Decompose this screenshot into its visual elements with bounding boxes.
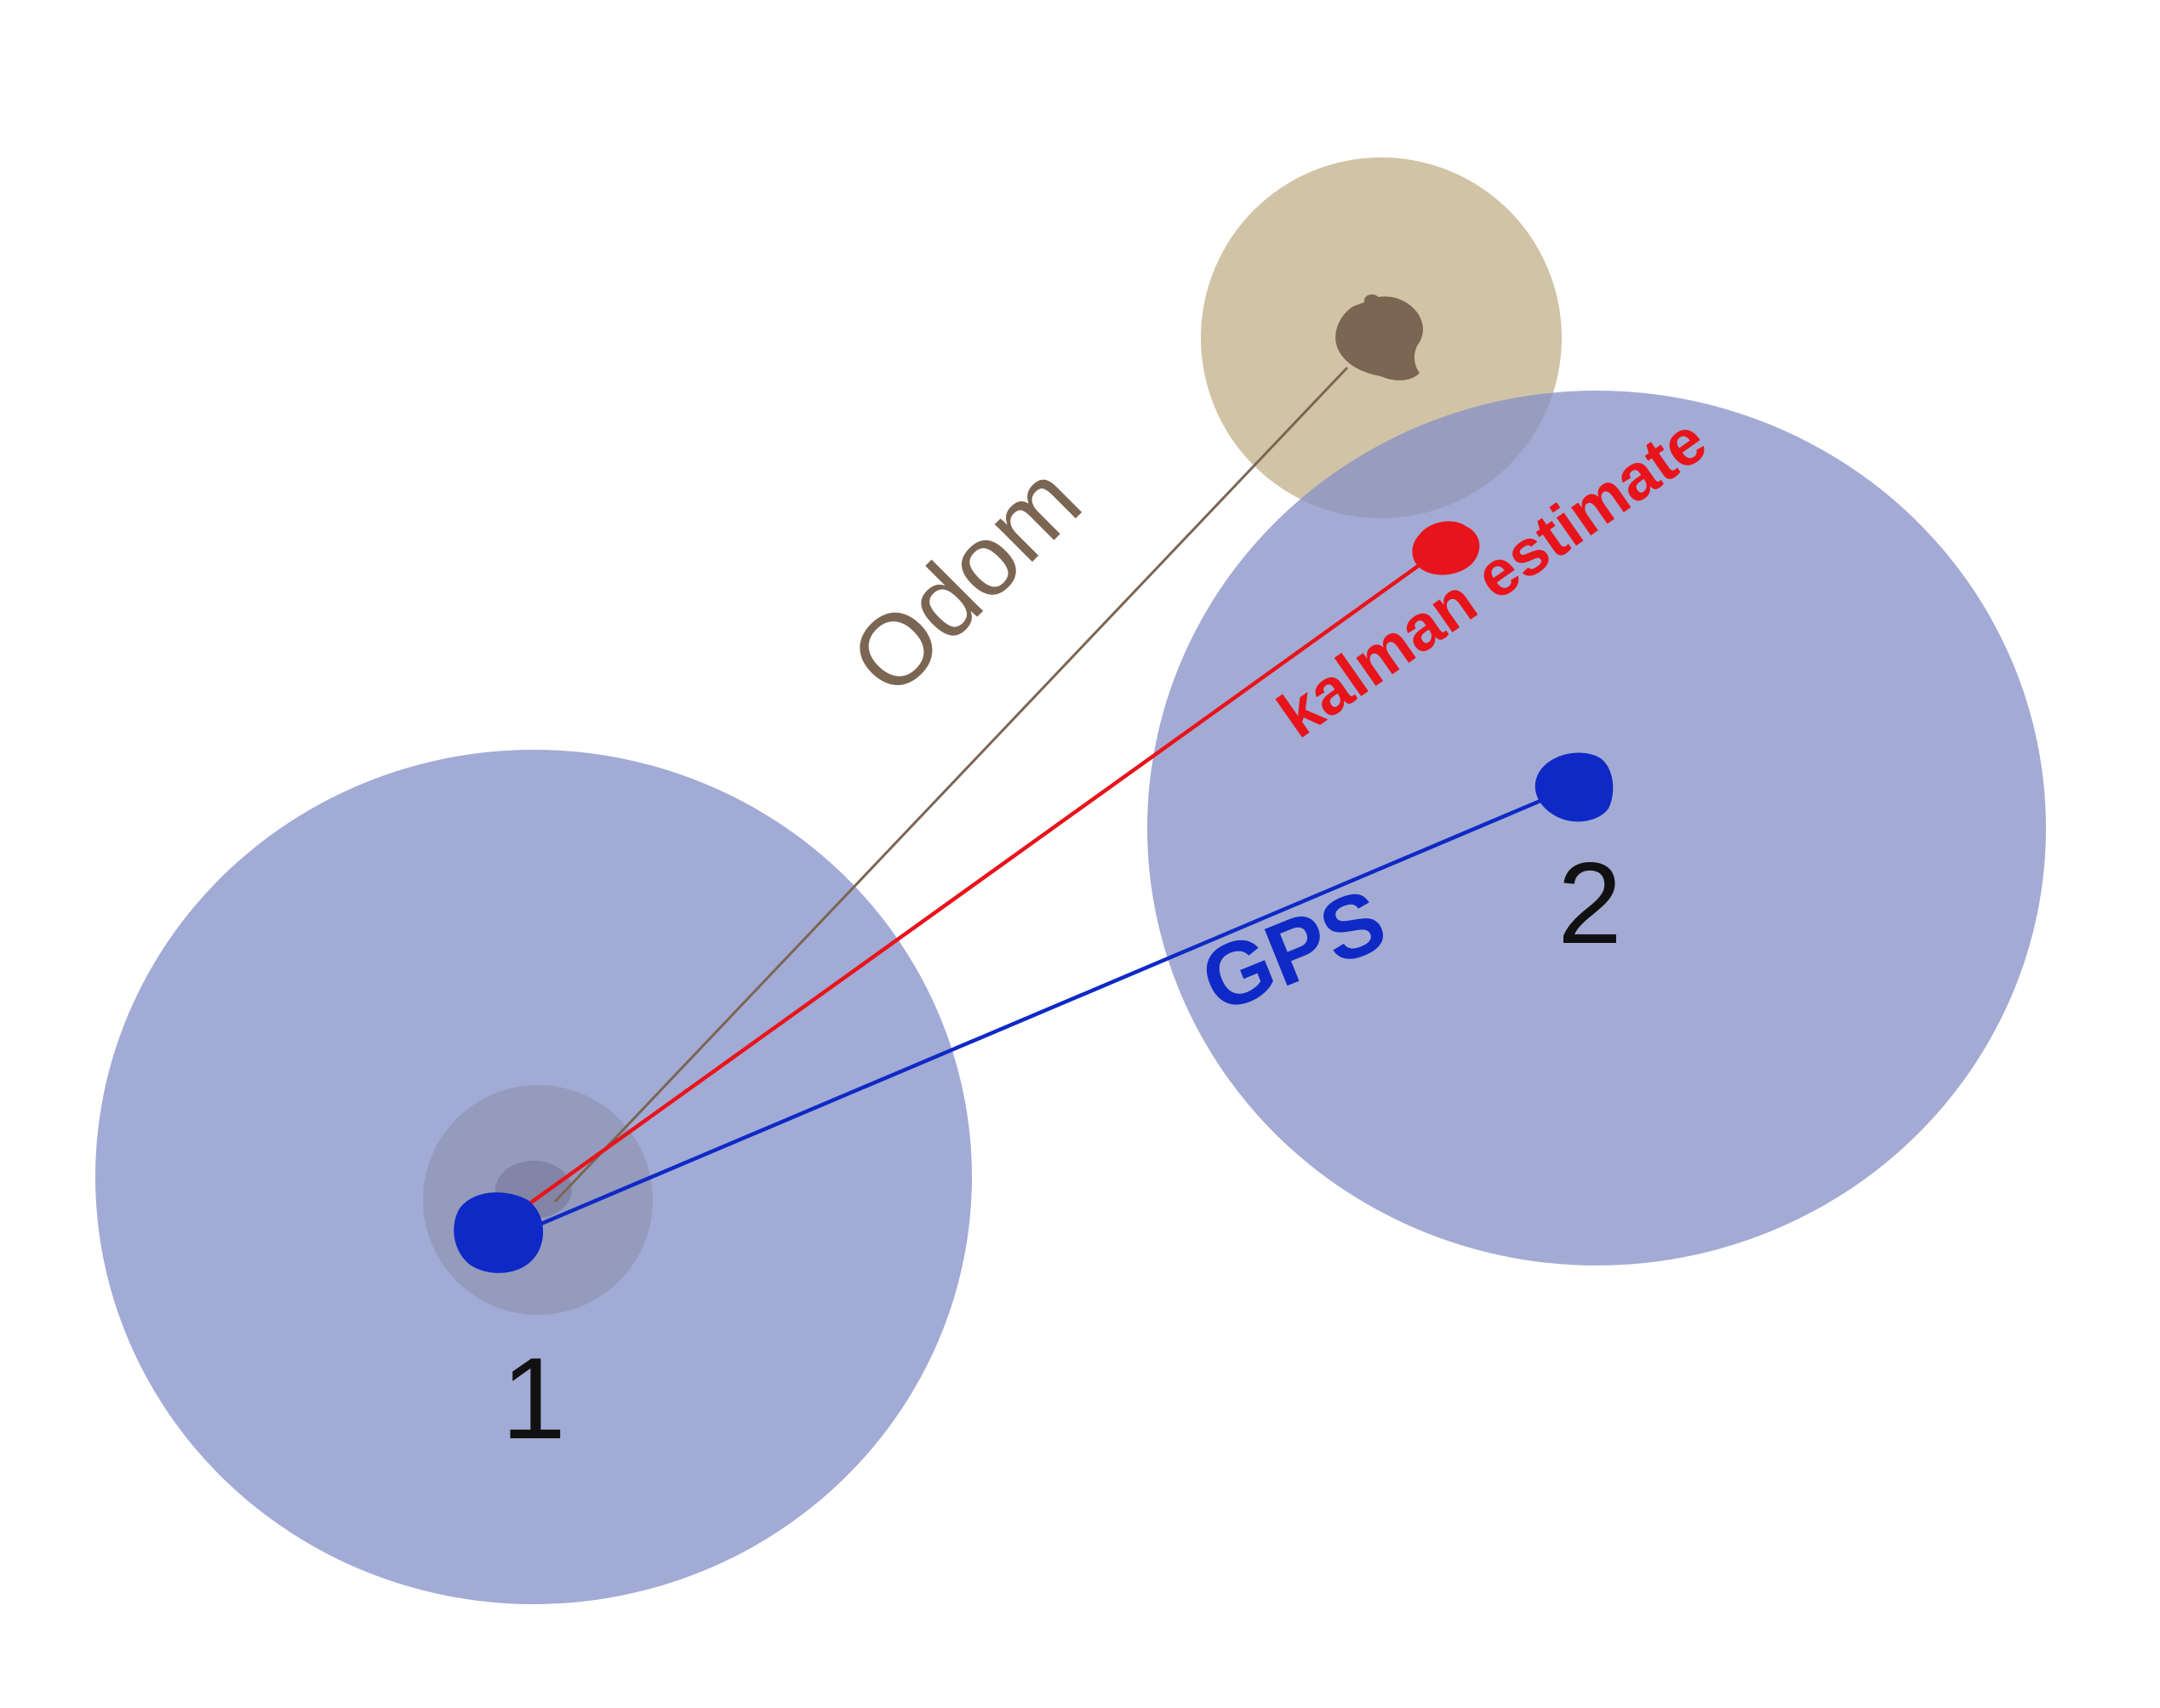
odom-label: Odom bbox=[829, 443, 1102, 717]
gps-position-1-dot bbox=[454, 1192, 544, 1273]
gps-line bbox=[520, 789, 1563, 1235]
odom-position-dot-tip bbox=[1364, 294, 1380, 306]
gps-position-2-dot bbox=[1534, 752, 1614, 822]
kalman-line bbox=[511, 550, 1440, 1217]
position-1-label: 1 bbox=[501, 1334, 566, 1463]
position-2-label: 2 bbox=[1557, 838, 1622, 968]
kalman-estimate-dot bbox=[1412, 521, 1480, 575]
gps-uncertainty-circle bbox=[1147, 391, 2046, 1265]
odom-line bbox=[553, 366, 1349, 1203]
odom-position-dot bbox=[1335, 296, 1423, 380]
